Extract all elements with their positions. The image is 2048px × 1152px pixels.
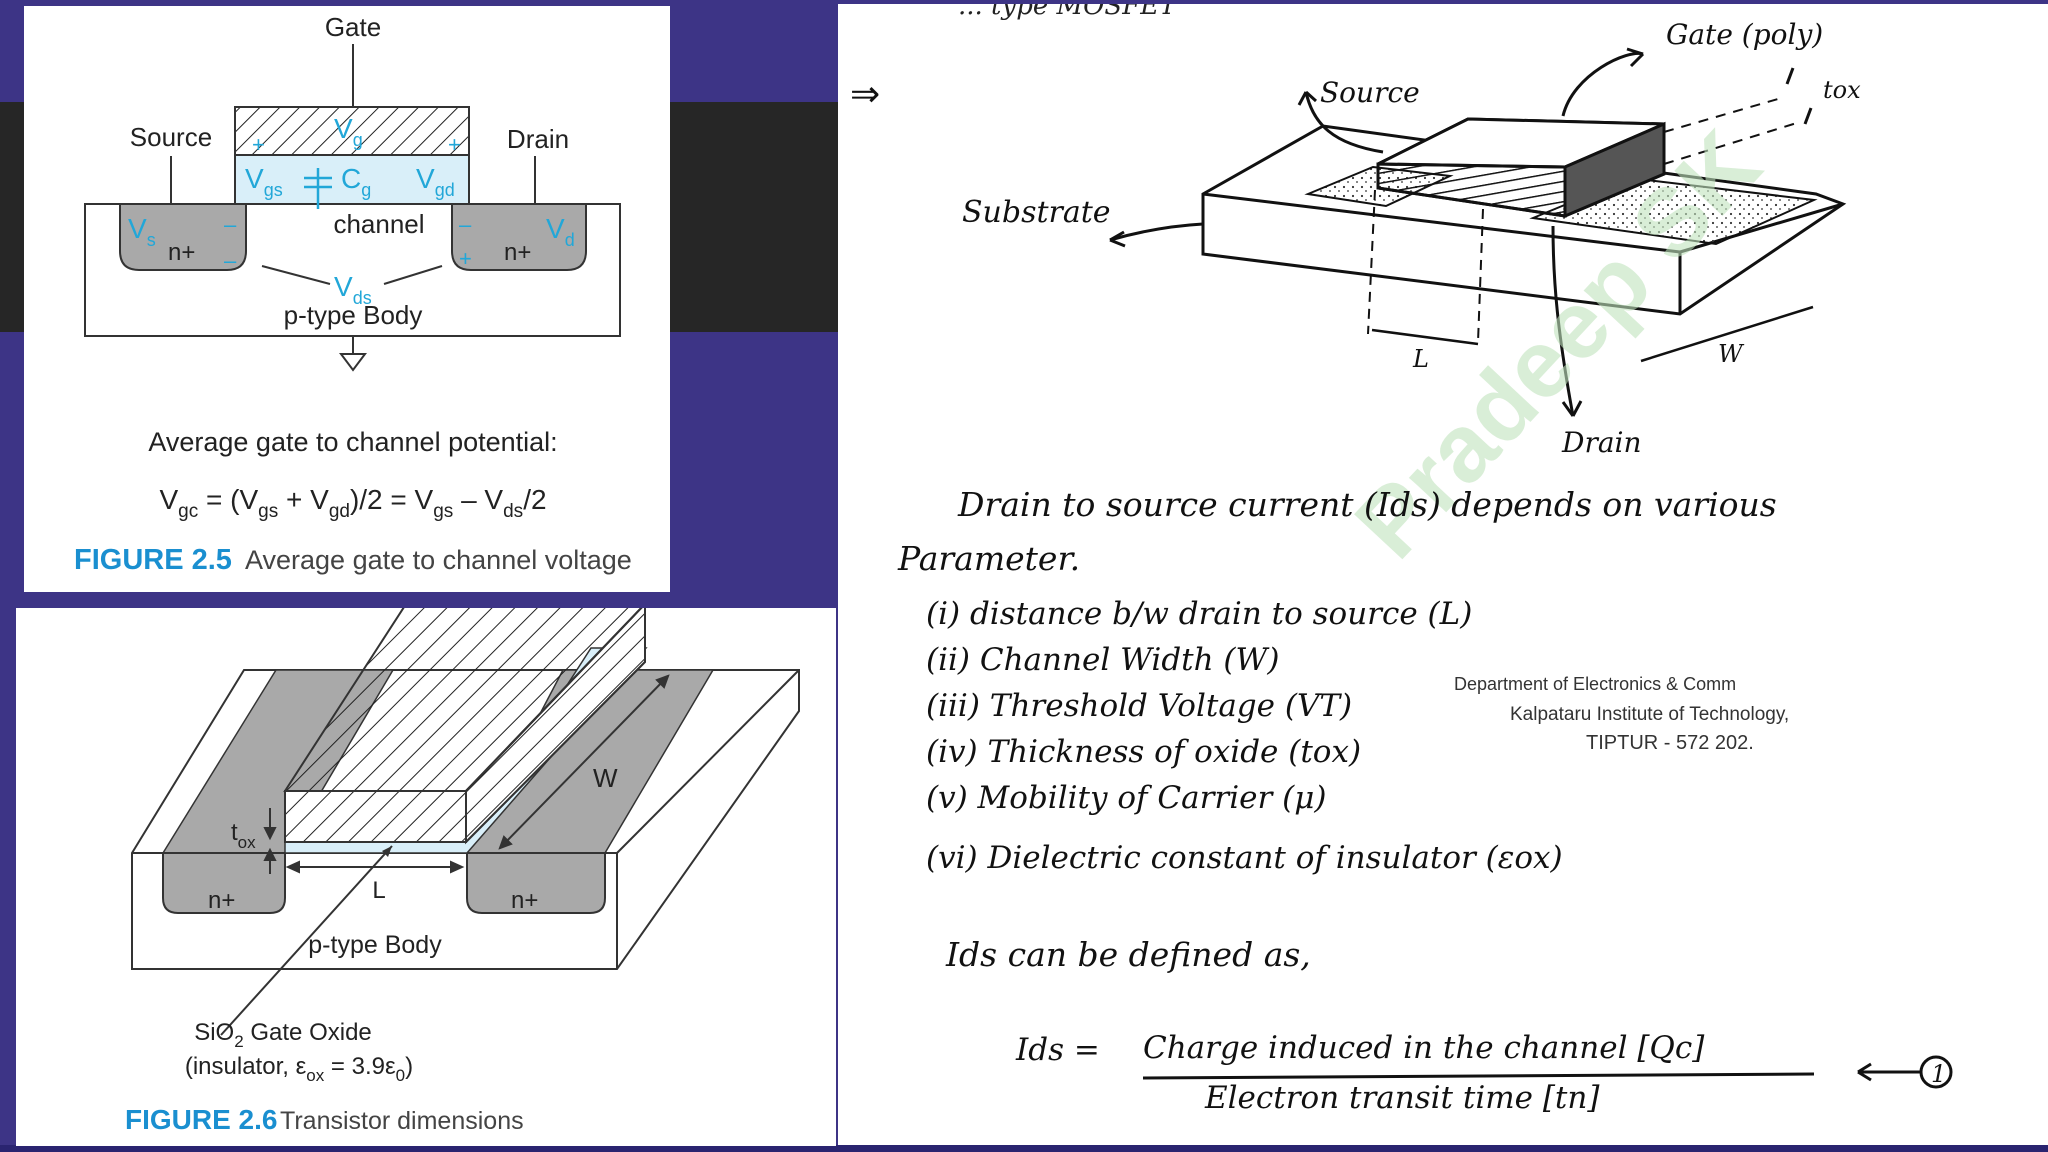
sketch-drain-label: Drain	[1561, 426, 1642, 459]
stamp-line3: TIPTUR - 572 202.	[1586, 732, 1754, 754]
gate-poly	[234, 106, 470, 156]
average-potential-text: Average gate to channel potential:	[148, 427, 557, 457]
body-label: p-type Body	[308, 931, 442, 959]
source-diffusion	[119, 203, 247, 271]
minus-d: –	[459, 212, 472, 237]
plus-right: +	[448, 132, 461, 157]
n-plus-drain: n+	[504, 239, 531, 266]
minus-s2: –	[224, 248, 237, 273]
parameter-item: (vi) Dielectric constant of insulator (ε…	[926, 840, 1563, 876]
plus-left: +	[252, 132, 265, 157]
oxide-pointer-line	[220, 845, 393, 1036]
ids-intro-text: Ids can be defined as,	[945, 935, 1311, 974]
figure-2-6-number: FIGURE 2.6	[125, 1104, 277, 1135]
ids-denominator: Electron transit time [tn]	[1204, 1080, 1600, 1116]
channel-label: channel	[333, 209, 424, 239]
gate-oxide	[234, 154, 470, 205]
parameter-item: (i) distance b/w drain to source (L)	[926, 596, 1472, 632]
source-label: Source	[130, 122, 212, 152]
w-label: W	[593, 763, 618, 793]
vd-label: Vd	[546, 213, 575, 250]
sketch-arrows	[1109, 47, 1813, 417]
stamp-line2: Kalpataru Institute of Technology,	[1510, 704, 1789, 725]
double-arrow-icon: ⇒	[850, 73, 880, 114]
parameter-item: (iv) Thickness of oxide (tox)	[926, 734, 1361, 770]
n-plus-source: n+	[168, 239, 195, 266]
gate-label: Gate	[325, 12, 381, 42]
parameter-item: (v) Mobility of Carrier (μ)	[926, 780, 1326, 816]
vgs-label: Vgs	[245, 163, 283, 200]
equation-number: 1	[1931, 1060, 1946, 1088]
figure-2-6-panel: W L tox n+ n+ p-type Body SiO2 Gate Oxid…	[16, 608, 836, 1146]
vgd-label: Vgd	[416, 163, 455, 200]
handwritten-notes-panel: ... type MOSFET ⇒ Gate (poly) Sourc	[838, 4, 2048, 1145]
capacitor-icon	[304, 168, 332, 209]
drain-diffusion	[466, 852, 606, 914]
top-fragment-text: ... type MOSFET	[958, 4, 1178, 21]
notes-canvas: ... type MOSFET ⇒ Gate (poly) Sourc	[850, 4, 1953, 1116]
ids-numerator: Charge induced in the channel [Qc]	[1143, 1030, 1705, 1066]
sketch-tox-label: tox	[1823, 76, 1861, 104]
oxide-label-line1: SiO2 Gate Oxide	[194, 1019, 372, 1051]
parameter-item: (iii) Threshold Voltage (VT)	[926, 688, 1352, 724]
tox-arrows	[263, 808, 277, 874]
tox-label: tox	[231, 819, 256, 852]
sketch-w-label: W	[1718, 340, 1745, 368]
sketch-gate-label: Gate (poly)	[1666, 18, 1823, 51]
minus-s1: –	[224, 212, 237, 237]
figure-2-6-caption: Transistor dimensions	[280, 1107, 524, 1135]
plus-d: +	[459, 246, 472, 271]
sketch-source-label: Source	[1320, 76, 1420, 109]
n-plus-drain: n+	[511, 887, 538, 914]
figure-2-5-number: FIGURE 2.5	[74, 544, 232, 576]
oxide-label-line2: (insulator, εox = 3.9ε0)	[185, 1053, 413, 1085]
notes-paragraph-line2: Parameter.	[897, 539, 1080, 578]
vs-label: Vs	[128, 213, 156, 250]
equation-number-arrow	[1857, 1055, 1953, 1089]
gate-poly-top	[283, 608, 643, 792]
body-label: p-type Body	[284, 300, 423, 330]
l-label: L	[372, 877, 385, 904]
l-dimension-arrow	[285, 860, 465, 874]
vds-label: Vds	[334, 271, 372, 308]
figure-2-5-panel: Gate Source Drain + + Vg Vgs Cg Vgd chan…	[24, 6, 670, 592]
vg-label: Vg	[334, 113, 363, 150]
ids-lhs: Ids =	[1015, 1032, 1100, 1068]
ground-icon	[339, 336, 367, 372]
figure-2-5-diagram: Gate Source Drain + + Vg Vgs Cg Vgd chan…	[74, 12, 632, 576]
gate-poly-side	[465, 608, 646, 845]
gate-channel-formula: Vgc = (Vgs + Vgd)/2 = Vgs – Vds/2	[159, 484, 546, 522]
parameter-item: (ii) Channel Width (W)	[926, 642, 1280, 678]
drain-label: Drain	[507, 124, 569, 154]
fraction-bar	[1142, 1072, 1815, 1080]
figure-2-5-caption: Average gate to channel voltage	[245, 545, 632, 575]
sketch-l-label: L	[1412, 345, 1429, 373]
sketch-substrate-label: Substrate	[962, 195, 1111, 230]
mosfet-sketch	[1201, 98, 1847, 363]
drain-diffusion	[451, 203, 587, 271]
source-diffusion	[162, 852, 286, 914]
background-bottom-strip	[0, 1145, 2048, 1152]
cg-label: Cg	[341, 163, 371, 200]
n-plus-source: n+	[208, 887, 235, 914]
w-dimension-arrow	[498, 674, 670, 850]
stamp-line1: Department of Electronics & Comm	[1454, 674, 1736, 694]
figure-2-6-diagram: W L tox n+ n+ p-type Body SiO2 Gate Oxid…	[125, 608, 800, 1135]
notes-paragraph-line1: Drain to source current (Ids) depends on…	[957, 485, 1777, 524]
gate-poly-front	[284, 790, 467, 843]
